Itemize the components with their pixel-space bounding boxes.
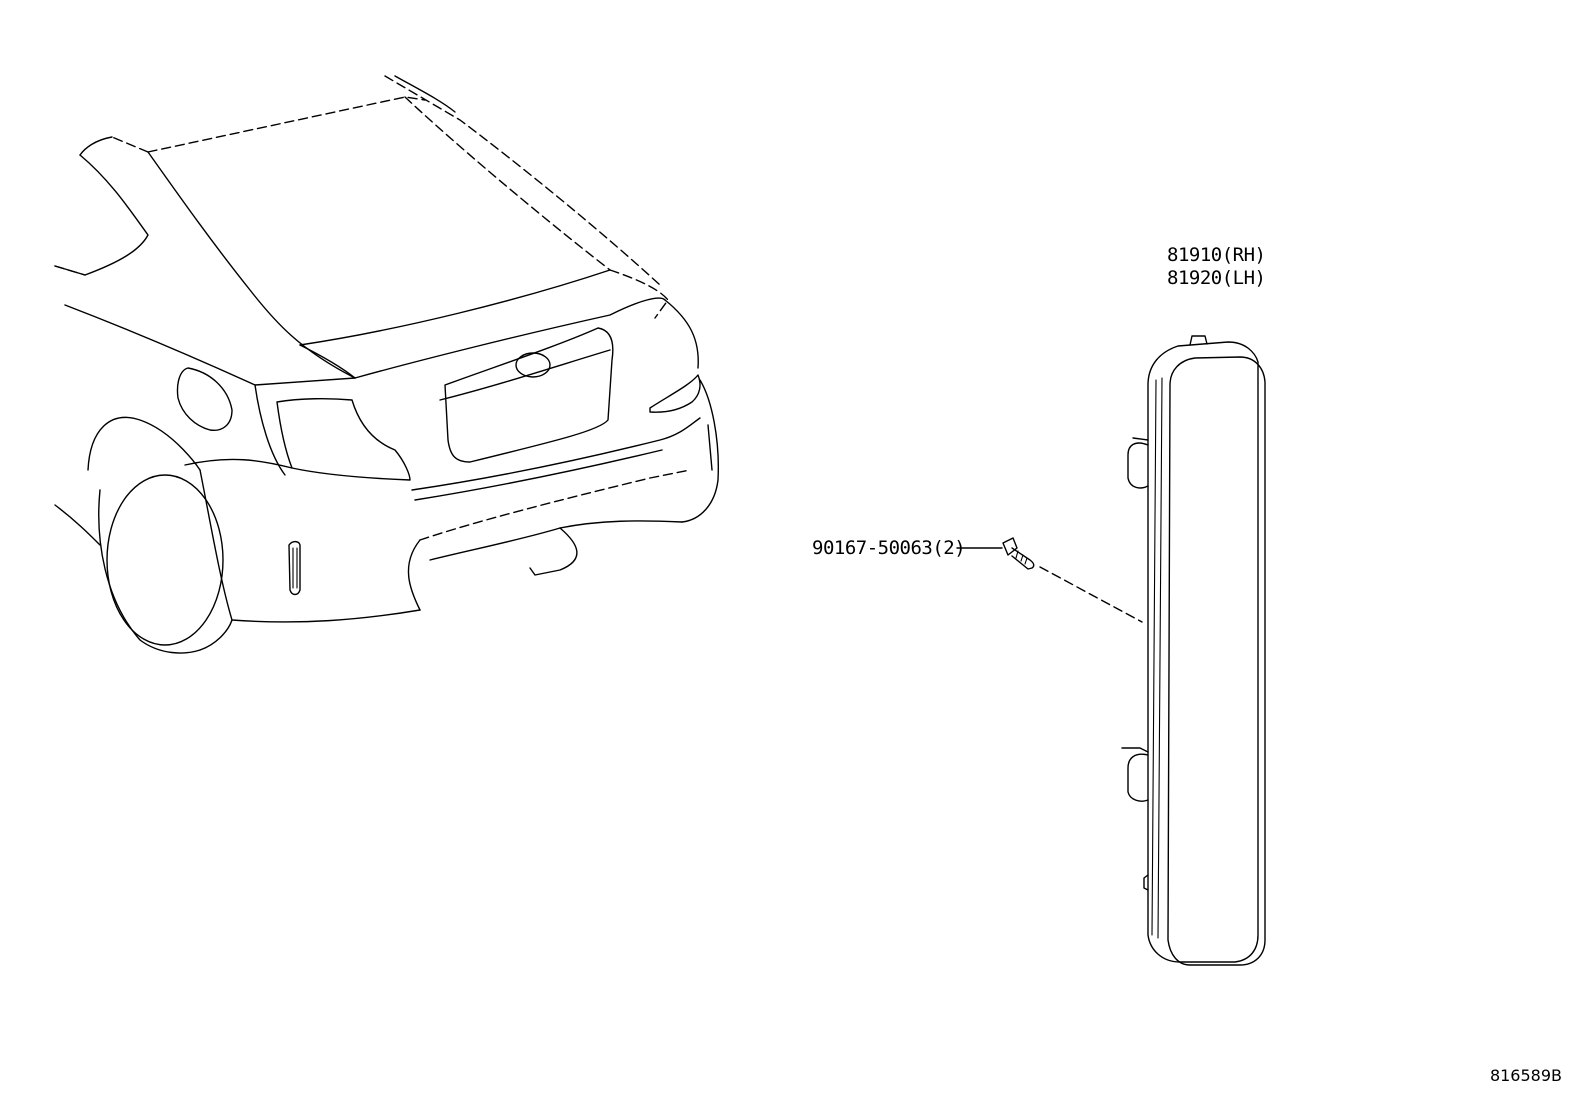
callout-bolt: 90167-50063(2) <box>812 537 966 559</box>
side-reflector-illustration <box>956 335 1266 966</box>
figure-id: 816589B <box>1489 1066 1562 1085</box>
car-rear-illustration <box>54 75 720 654</box>
callout-reflector-rh: 81910(RH) <box>1167 244 1266 266</box>
callout-reflector-lh: 81920(LH) <box>1167 267 1266 289</box>
